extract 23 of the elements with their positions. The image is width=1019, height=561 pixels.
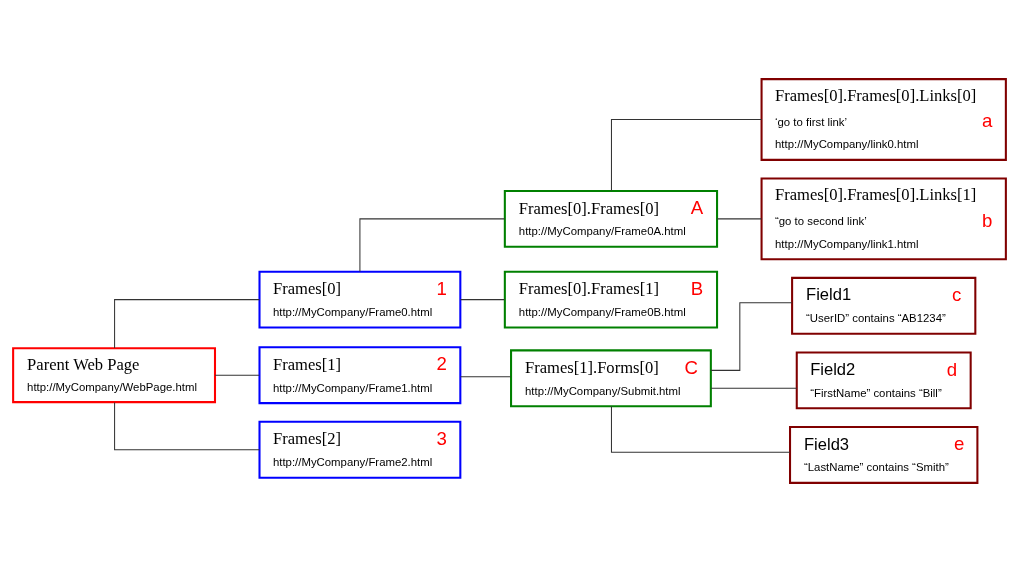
connector bbox=[359, 217, 505, 272]
connector bbox=[610, 405, 791, 453]
node-box: Field1 c “UserID” contains “AB1234” bbox=[791, 276, 977, 335]
node-box: Frames[1].Forms[0] C http://MyCompany/Submit.html bbox=[510, 348, 712, 407]
connector bbox=[114, 401, 260, 450]
node-box: Frames[1] 2 http://MyCompany/Frame1.html bbox=[258, 345, 462, 404]
connector bbox=[214, 374, 260, 376]
node-box: Parent Web Page http://MyCompany/WebPage.html bbox=[12, 346, 217, 403]
node-box: Field2 d “FirstName” contains “Bill” bbox=[795, 350, 972, 409]
node-box: Frames[2] 3 http://MyCompany/Frame2.html bbox=[258, 420, 462, 479]
connector bbox=[460, 298, 506, 300]
node-box: Frames[0].Frames[0].Links[0] ‘go to first link’ a http://MyCompany/link0.html bbox=[760, 77, 1007, 161]
node-box: Frames[0] 1 http://MyCompany/Frame0.html bbox=[258, 270, 462, 329]
connector bbox=[716, 217, 762, 219]
connector bbox=[460, 375, 512, 377]
connector bbox=[610, 118, 763, 191]
node-box: Frames[0].Frames[0].Links[1] “go to second link’ b http://MyCompany/link1.html bbox=[760, 177, 1007, 260]
node-box: Frames[0].Frames[0] A http://MyCompany/Frame0A.html bbox=[503, 189, 719, 248]
node-box: Field3 e “LastName” contains “Smith” bbox=[789, 425, 979, 484]
node-box: Frames[0].Frames[1] B http://MyCompany/Frame0B.html bbox=[503, 270, 719, 329]
connector bbox=[710, 387, 798, 389]
connector bbox=[114, 298, 260, 348]
connector bbox=[710, 301, 793, 371]
